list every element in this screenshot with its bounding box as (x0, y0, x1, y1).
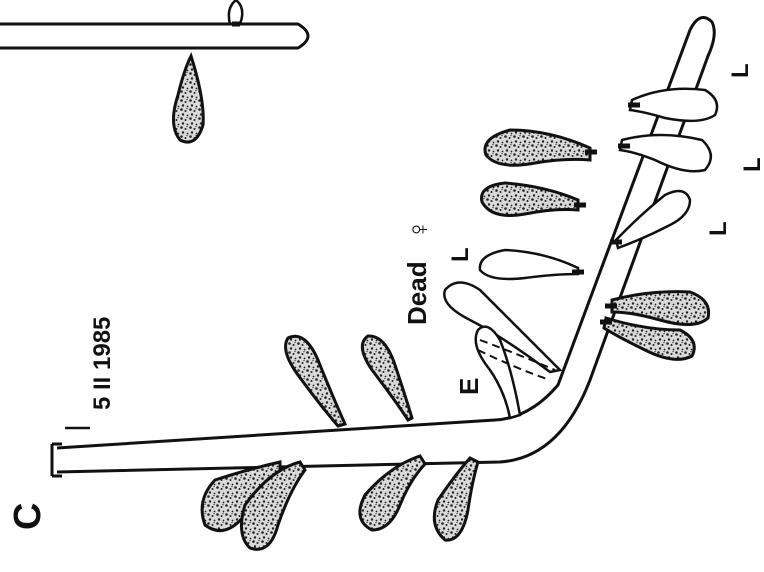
main-hypha (52, 18, 714, 477)
upper-branch (0, 0, 308, 48)
stippled-bulb (481, 183, 578, 216)
label-dead: Dead (402, 261, 432, 325)
empty-bulb (480, 250, 578, 279)
label-l: L (447, 247, 474, 262)
panel-label: C (7, 503, 49, 530)
empty-bulb (620, 135, 711, 171)
stippled-bulb (362, 336, 412, 420)
stippled-bulb (612, 292, 709, 325)
stippled-bulb (286, 336, 345, 426)
stippled-bulb (485, 130, 590, 165)
stippled-bulb (434, 458, 478, 540)
date-label: 5 II 1985 (89, 317, 116, 410)
label-l: L (739, 157, 764, 172)
stippled-bulb (360, 456, 425, 530)
label-l: L (705, 221, 732, 236)
female-symbol: ♀ (403, 219, 434, 240)
detached-stippled-bulb (173, 56, 203, 142)
empty-bulb (630, 89, 717, 121)
label-l: L (727, 63, 754, 78)
label-e: E (454, 378, 484, 395)
